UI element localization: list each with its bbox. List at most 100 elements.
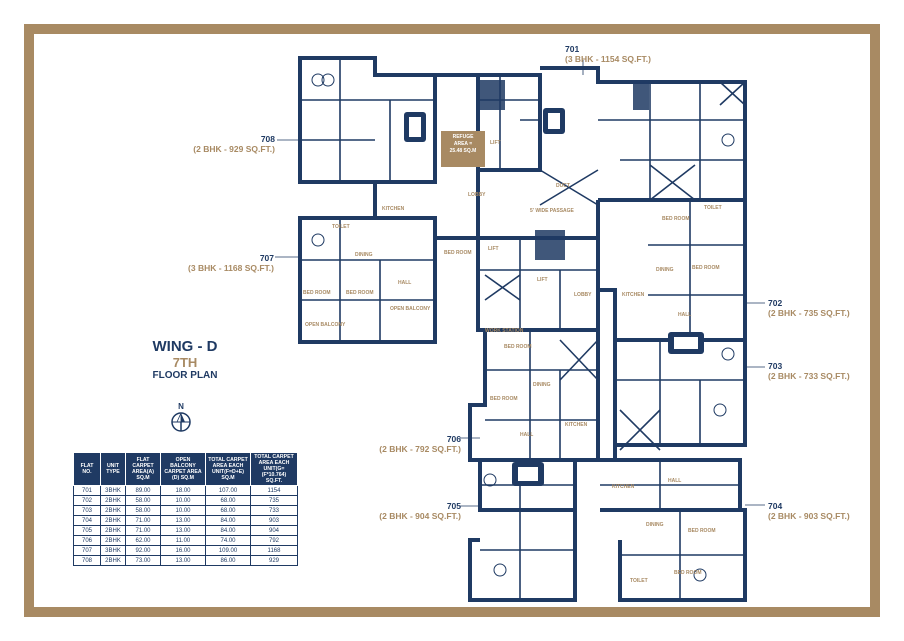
flat-703-desc: (2 BHK - 733 SQ.FT.) <box>768 371 850 381</box>
room-bedroom-706: BED ROOM <box>504 344 532 350</box>
floor-title: 7TH <box>172 355 198 370</box>
flat-703-no: 703 <box>768 361 783 371</box>
room-hall-704: HALL <box>668 478 682 484</box>
area-table-header: FLAT NO. UNIT TYPE FLAT CARPET AREA(A) S… <box>73 452 298 486</box>
flat-707-label: 707 (3 BHK - 1168 SQ.FT.) <box>178 253 274 273</box>
flat-708-desc: (2 BHK - 929 SQ.FT.) <box>193 144 275 154</box>
room-toilet-707: TOILET <box>332 224 350 230</box>
cell: 107.00 <box>205 485 251 496</box>
cell: 706 <box>73 535 101 546</box>
flat-707-no: 707 <box>259 253 274 263</box>
room-hall-707: HALL <box>398 280 412 286</box>
th-total-sqm: TOTAL CARPET AREA EACH UNIT(F=D+E) SQ.M <box>205 452 251 486</box>
north-arrow: N <box>170 402 192 438</box>
room-bedroom-704b: BED ROOM <box>674 570 702 576</box>
room-bedroom-702b: BED ROOM <box>692 265 720 271</box>
th-balcony-carpet: OPEN BALCONY CARPET AREA (D) SQ.M <box>160 452 206 486</box>
cell: 2BHK <box>100 535 126 546</box>
room-dining-707: DINING <box>355 252 373 258</box>
flat-702-desc: (2 BHK - 735 SQ.FT.) <box>768 308 850 318</box>
room-bedroom-707c: BED ROOM <box>346 290 374 296</box>
cell: 11.00 <box>160 535 206 546</box>
cell: 84.00 <box>205 525 251 536</box>
flat-701-label: 701 (3 BHK - 1154 SQ.FT.) <box>565 44 651 64</box>
cell: 74.00 <box>205 535 251 546</box>
cell: 62.00 <box>125 535 161 546</box>
refuge-area: REFUGE AREA = 25.48 SQ.M <box>441 131 485 167</box>
th-unit-type: UNIT TYPE <box>100 452 126 486</box>
room-duct: DUCT <box>556 183 570 189</box>
flat-708-label: 708 (2 BHK - 929 SQ.FT.) <box>182 134 275 154</box>
refuge-line1: REFUGE <box>452 134 474 140</box>
room-dining-702: DINING <box>656 267 674 273</box>
cell: 68.00 <box>205 495 251 506</box>
cell: 705 <box>73 525 101 536</box>
room-bedroom-707: BED ROOM <box>444 250 472 256</box>
room-dining-704: DINING <box>646 522 664 528</box>
room-toilet-701: TOILET <box>704 205 722 211</box>
north-label: N <box>178 402 184 411</box>
cell: 701 <box>73 485 101 496</box>
cell: 71.00 <box>125 525 161 536</box>
flat-702-label: 702 (2 BHK - 735 SQ.FT.) <box>768 298 850 318</box>
cell: 73.00 <box>125 555 161 566</box>
room-lobby-2: LOBBY <box>574 292 592 298</box>
cell: 2BHK <box>100 495 126 506</box>
th-flat-no: FLAT NO. <box>73 452 101 486</box>
cell: 16.00 <box>160 545 206 556</box>
cell: 86.00 <box>205 555 251 566</box>
cell: 703 <box>73 505 101 516</box>
cell: 702 <box>73 495 101 506</box>
cell: 704 <box>73 515 101 526</box>
cell: 3BHK <box>100 545 126 556</box>
cell: 904 <box>250 525 298 536</box>
compass-icon <box>171 412 191 432</box>
room-kitchen-702: KITCHEN <box>622 292 645 298</box>
flat-706-no: 706 <box>446 434 461 444</box>
cell: 109.00 <box>205 545 251 556</box>
area-table: FLAT NO. UNIT TYPE FLAT CARPET AREA(A) S… <box>73 452 298 566</box>
flat-704-no: 704 <box>768 501 783 511</box>
cell: 2BHK <box>100 505 126 516</box>
refuge-line2: AREA = <box>453 141 473 147</box>
cell: 735 <box>250 495 298 506</box>
cell: 13.00 <box>160 515 206 526</box>
flat-701-no: 701 <box>565 44 580 54</box>
th-total-sqft: TOTAL CARPET AREA EACH UNIT(G=(F*10.764)… <box>250 452 298 486</box>
flat-701-desc: (3 BHK - 1154 SQ.FT.) <box>565 54 651 64</box>
cell: 71.00 <box>125 515 161 526</box>
plan-subtitle: FLOOR PLAN <box>152 370 218 381</box>
cell: 68.00 <box>205 505 251 516</box>
cell: 1154 <box>250 485 298 496</box>
cell: 2BHK <box>100 515 126 526</box>
cell: 2BHK <box>100 555 126 566</box>
room-work-706: WORK STATION <box>485 328 524 334</box>
room-hall-702: HALL <box>678 312 692 318</box>
flat-707-desc: (3 BHK - 1168 SQ.FT.) <box>188 263 274 273</box>
room-balcony-707b: OPEN BALCONY <box>305 322 346 328</box>
room-kitchen-704: KITCHEN <box>612 484 635 490</box>
cell: 18.00 <box>160 485 206 496</box>
room-lift-2: LIFT <box>488 246 499 252</box>
cell: 1168 <box>250 545 298 556</box>
flat-705-no: 705 <box>446 501 461 511</box>
room-lift: LIFT <box>490 140 501 146</box>
cell: 13.00 <box>160 525 206 536</box>
room-bedroom-704: BED ROOM <box>688 528 716 534</box>
flat-706-desc: (2 BHK - 792 SQ.FT.) <box>379 444 461 454</box>
cell: 10.00 <box>160 505 206 516</box>
cell: 92.00 <box>125 545 161 556</box>
flat-705-label: 705 (2 BHK - 904 SQ.FT.) <box>373 501 461 521</box>
cell: 733 <box>250 505 298 516</box>
flat-704-label: 704 (2 BHK - 903 SQ.FT.) <box>768 501 850 521</box>
cell: 903 <box>250 515 298 526</box>
room-toilet-704: TOILET <box>630 578 648 584</box>
